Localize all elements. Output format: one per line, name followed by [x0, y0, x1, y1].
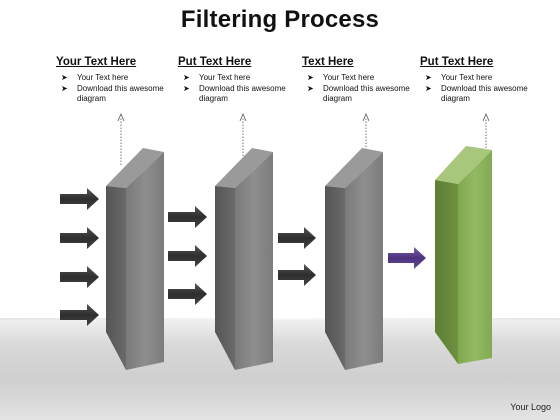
floor-horizon	[0, 318, 560, 320]
bullet-text: Your Text here	[441, 73, 493, 82]
filter-panel-4	[435, 146, 492, 364]
arrowhead-bullet-icon: ➤	[61, 73, 68, 82]
arrowhead-bullet-icon: ➤	[307, 73, 314, 82]
bullet-item: ➤ Download this awesome diagram	[420, 84, 540, 104]
arrowhead-bullet-icon: ➤	[307, 84, 314, 93]
caption-column-1: Your Text Here ➤ Your Text here ➤ Download…	[56, 56, 176, 105]
input-arrow-stage-1	[60, 188, 99, 326]
bullet-text: Your Text here	[77, 73, 129, 82]
caption-heading: Your Text Here	[56, 56, 137, 68]
arrowhead-bullet-icon: ➤	[183, 84, 190, 93]
bullet-item: ➤ Your Text here	[420, 73, 540, 83]
caption-column-2: Put Text Here ➤ Your Text here ➤ Download …	[178, 56, 298, 105]
bullet-item: ➤ Your Text here	[56, 73, 176, 83]
caption-heading: Put Text Here	[420, 56, 494, 68]
arrowhead-bullet-icon: ➤	[425, 84, 432, 93]
caption-heading: Put Text Here	[178, 56, 252, 68]
bullet-item: ➤ Download this awesome diagram	[302, 84, 422, 104]
bullet-text: Your Text here	[323, 73, 375, 82]
caption-column-4: Put Text Here ➤ Your Text here ➤ Download …	[420, 56, 540, 105]
leader-line-2	[239, 112, 247, 165]
bullet-list: ➤ Your Text here ➤ Download this awesome d…	[302, 73, 422, 104]
page-title: Filtering Process	[180, 6, 380, 33]
bullet-text: Your Text here	[199, 73, 251, 82]
input-arrow-stage-3	[278, 227, 316, 286]
arrowhead-bullet-icon: ➤	[183, 73, 190, 82]
bullet-item: ➤ Download this awesome diagram	[56, 84, 176, 104]
bullet-list: ➤ Your Text here ➤ Download this awesome d…	[420, 73, 540, 104]
filter-panel-1	[106, 148, 164, 370]
bullet-item: ➤ Your Text here	[302, 73, 422, 83]
logo-text: Your Logo	[510, 402, 551, 412]
bullet-text: Download this awesome diagram	[323, 84, 410, 103]
bullet-text: Download this awesome diagram	[199, 84, 286, 103]
arrowhead-bullet-icon: ➤	[61, 84, 68, 93]
bullet-item: ➤ Your Text here	[178, 73, 298, 83]
leader-line-1	[117, 112, 125, 165]
caption-column-3: Text Here ➤ Your Text here ➤ Download this…	[302, 56, 422, 105]
bullet-item: ➤ Download this awesome diagram	[178, 84, 298, 104]
input-arrow-stage-2	[168, 206, 207, 305]
bullet-text: Download this awesome diagram	[77, 84, 164, 103]
filter-panel-3	[325, 148, 383, 370]
bullet-list: ➤ Your Text here ➤ Download this awesome d…	[56, 73, 176, 104]
input-arrow-stage-4	[388, 247, 426, 269]
bullet-text: Download this awesome diagram	[441, 84, 528, 103]
arrowhead-bullet-icon: ➤	[425, 73, 432, 82]
leader-line-3	[362, 112, 370, 165]
caption-heading: Text Here	[302, 56, 354, 68]
bullet-list: ➤ Your Text here ➤ Download this awesome d…	[178, 73, 298, 104]
filter-panel-2	[215, 148, 273, 370]
